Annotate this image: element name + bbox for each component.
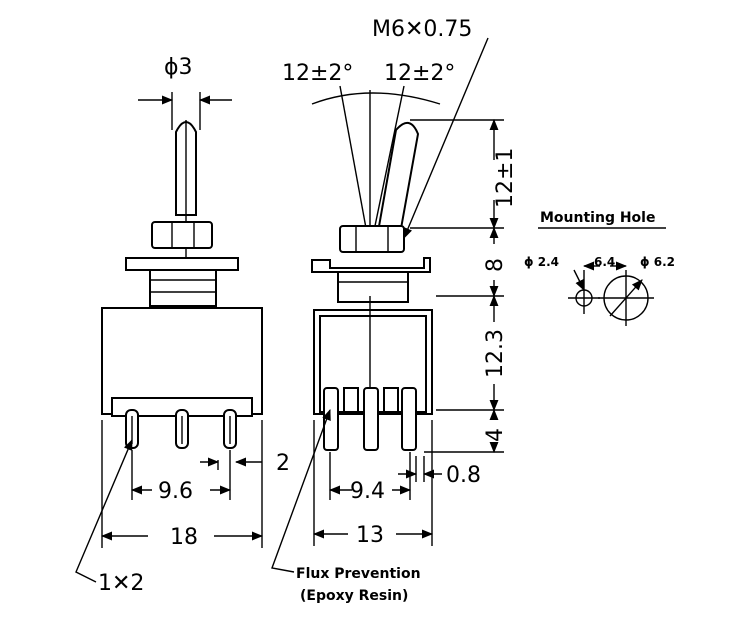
lever-diameter-label: ϕ3 [164, 55, 193, 80]
body-height-label: 12.3 [483, 329, 508, 378]
front-view: ϕ3 9.6 2 [75, 55, 290, 596]
side-pin-pitch-label: 9.4 [350, 479, 385, 504]
side-nut [339, 225, 405, 253]
angle-left-label: 12±2° [282, 61, 353, 86]
front-pin-offset-label: 2 [276, 451, 290, 476]
small-hole-label: ϕ 2.4 [524, 255, 559, 269]
angle-right-label: 12±2° [384, 61, 455, 86]
front-pin-size-label: 1✕2 [98, 571, 144, 596]
large-hole-label: ϕ 6.2 [640, 255, 675, 269]
thread-label: M6✕0.75 [372, 17, 472, 42]
body-depth-label: 13 [356, 523, 384, 548]
front-body [101, 307, 263, 415]
side-view: 12±2° 12±2° M6✕0.75 [271, 17, 518, 604]
flux-note-line1: Flux Prevention [296, 566, 421, 582]
front-nut [151, 221, 213, 249]
spacing-label: 6.4 [594, 255, 615, 269]
lever-height-label: 12±1 [493, 148, 518, 208]
mounting-hole-detail: Mounting Hole ϕ 2.4 6.4 ϕ 6.2 [524, 210, 675, 326]
pin-length-label: 4 [483, 428, 508, 442]
bushing-height-label: 8 [483, 258, 508, 272]
front-washer [125, 257, 239, 271]
mounting-hole-title: Mounting Hole [540, 210, 655, 226]
front-body-width-label: 18 [170, 525, 198, 550]
pin-thickness-label: 0.8 [446, 463, 481, 488]
flux-note-line2: (Epoxy Resin) [300, 588, 408, 604]
side-lever [376, 122, 420, 236]
side-pins [323, 387, 417, 451]
front-pin-pitch-label: 9.6 [158, 479, 193, 504]
